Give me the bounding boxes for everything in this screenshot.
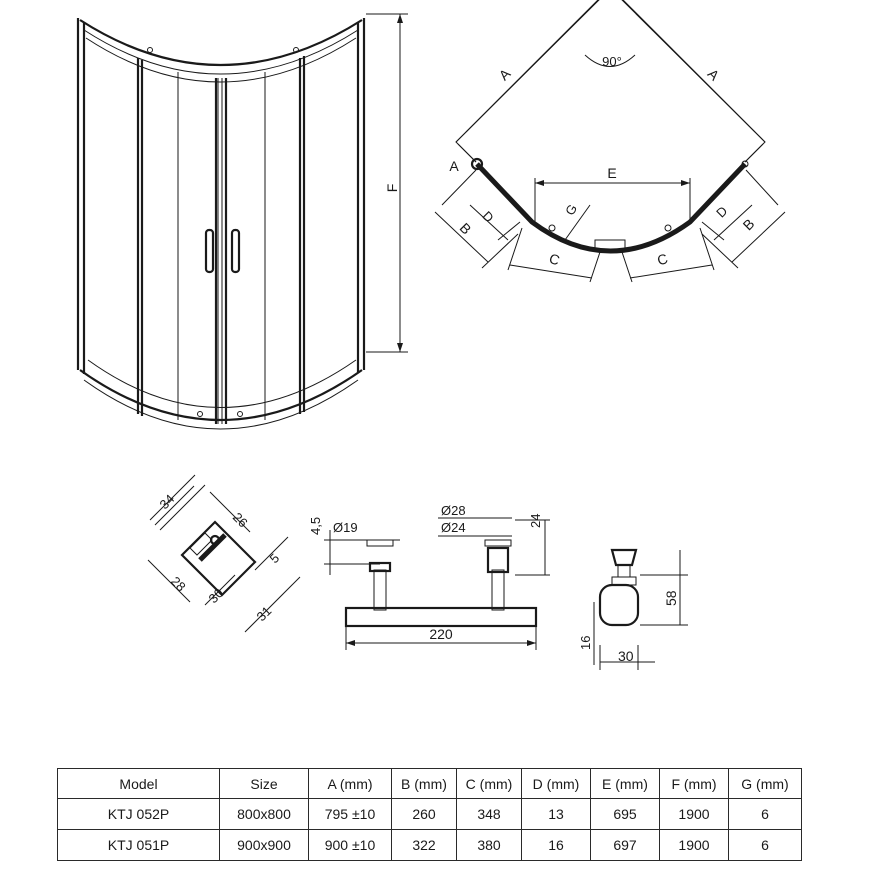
header-c: C (mm) bbox=[456, 768, 522, 799]
leaf-label-c-right: C bbox=[655, 250, 670, 268]
profile-dim-28: 28 bbox=[168, 574, 189, 595]
profile-dim-5: 5 bbox=[267, 550, 283, 566]
header-model: Model bbox=[57, 768, 220, 799]
cell-e: 697 bbox=[590, 829, 660, 861]
handle-dim-220: 220 bbox=[429, 626, 453, 642]
cell-b: 260 bbox=[391, 798, 457, 830]
header-b: B (mm) bbox=[391, 768, 457, 799]
profile-dim-26: 26 bbox=[230, 510, 251, 531]
table-header-row: Model Size A (mm) B (mm) C (mm) D (mm) E… bbox=[57, 768, 802, 799]
cell-size: 900x900 bbox=[219, 829, 309, 861]
side-dim-58: 58 bbox=[663, 590, 679, 606]
offset-label-d-right: D bbox=[713, 203, 730, 220]
handle-dim-d28: Ø28 bbox=[441, 503, 466, 518]
handle-dim-24: 24 bbox=[528, 514, 543, 528]
cell-c: 380 bbox=[456, 829, 522, 861]
cell-size: 800x800 bbox=[219, 798, 309, 830]
shower-isometric-view: F bbox=[76, 13, 408, 430]
angle-label: 90° bbox=[602, 54, 622, 69]
cell-a: 795 ±10 bbox=[308, 798, 392, 830]
handle-dim-d24: Ø24 bbox=[441, 520, 466, 535]
cell-g: 6 bbox=[728, 798, 802, 830]
cell-f: 1900 bbox=[659, 829, 729, 861]
corner-label-a: A bbox=[449, 158, 459, 174]
table-row: KTJ 052P 800x800 795 ±10 260 348 13 695 … bbox=[57, 798, 802, 830]
header-e: E (mm) bbox=[590, 768, 660, 799]
profile-dim-30: 30 bbox=[206, 585, 227, 606]
side-dim-16: 16 bbox=[578, 636, 593, 650]
cell-e: 695 bbox=[590, 798, 660, 830]
cell-b: 322 bbox=[391, 829, 457, 861]
gap-label-g: G bbox=[562, 202, 580, 218]
cell-f: 1900 bbox=[659, 798, 729, 830]
height-label-f: F bbox=[384, 184, 400, 193]
cell-g: 6 bbox=[728, 829, 802, 861]
width-label-e: E bbox=[607, 165, 616, 181]
handle-side-view: 58 16 30 bbox=[578, 548, 688, 670]
cell-d: 13 bbox=[521, 798, 591, 830]
header-d: D (mm) bbox=[521, 768, 591, 799]
table-row: KTJ 051P 900x900 900 ±10 322 380 16 697 … bbox=[57, 829, 802, 861]
side-dim-30: 30 bbox=[618, 648, 634, 664]
side-label-a-left: A bbox=[496, 65, 514, 83]
header-size: Size bbox=[219, 768, 309, 799]
header-a: A (mm) bbox=[308, 768, 392, 799]
cell-a: 900 ±10 bbox=[308, 829, 392, 861]
header-g: G (mm) bbox=[728, 768, 802, 799]
depth-label-b-right: B bbox=[740, 216, 758, 234]
cell-model: KTJ 051P bbox=[57, 829, 220, 861]
offset-label-d-left: D bbox=[480, 208, 497, 225]
shower-plan-view: 90° A A A E G C C D D B B bbox=[434, 0, 786, 283]
profile-dim-34: 34 bbox=[157, 491, 178, 512]
handle-dim-4-5: 4,5 bbox=[308, 517, 323, 535]
leaf-label-c-left: C bbox=[547, 250, 562, 268]
profile-section-detail: 34 26 28 5 30 31 bbox=[147, 474, 301, 633]
specification-table: Model Size A (mm) B (mm) C (mm) D (mm) E… bbox=[57, 768, 802, 861]
handle-dim-d19: Ø19 bbox=[333, 520, 358, 535]
cell-d: 16 bbox=[521, 829, 591, 861]
header-f: F (mm) bbox=[659, 768, 729, 799]
cell-model: KTJ 052P bbox=[57, 798, 220, 830]
cell-c: 348 bbox=[456, 798, 522, 830]
side-label-a-right: A bbox=[705, 66, 723, 84]
handle-front-view: 4,5 Ø19 Ø28 Ø24 24 220 bbox=[308, 503, 550, 650]
